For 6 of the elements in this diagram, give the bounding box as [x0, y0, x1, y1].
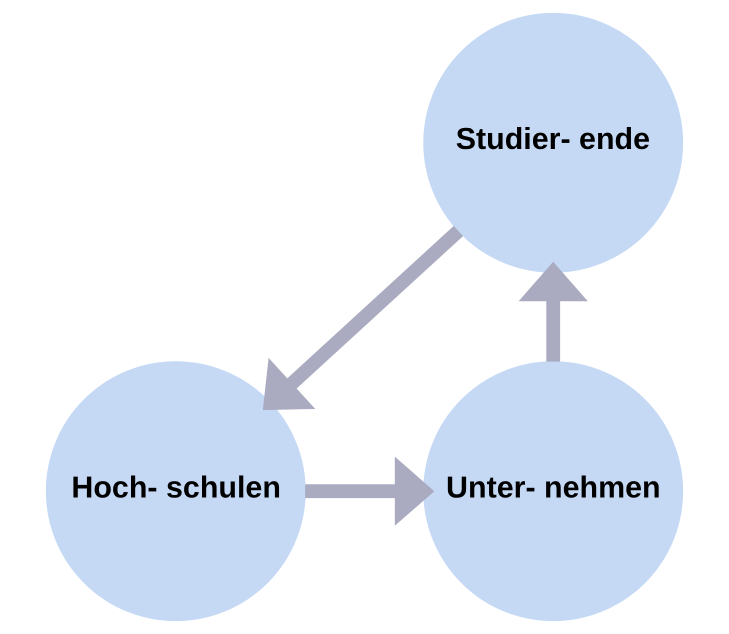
arrow — [262, 226, 464, 410]
node-circle: Unter- nehmen — [423, 361, 684, 622]
node-circle: Hoch- schulen — [46, 361, 306, 622]
arrow — [518, 262, 588, 362]
node-circle: Studier- ende — [423, 12, 684, 273]
arrow — [305, 456, 434, 526]
